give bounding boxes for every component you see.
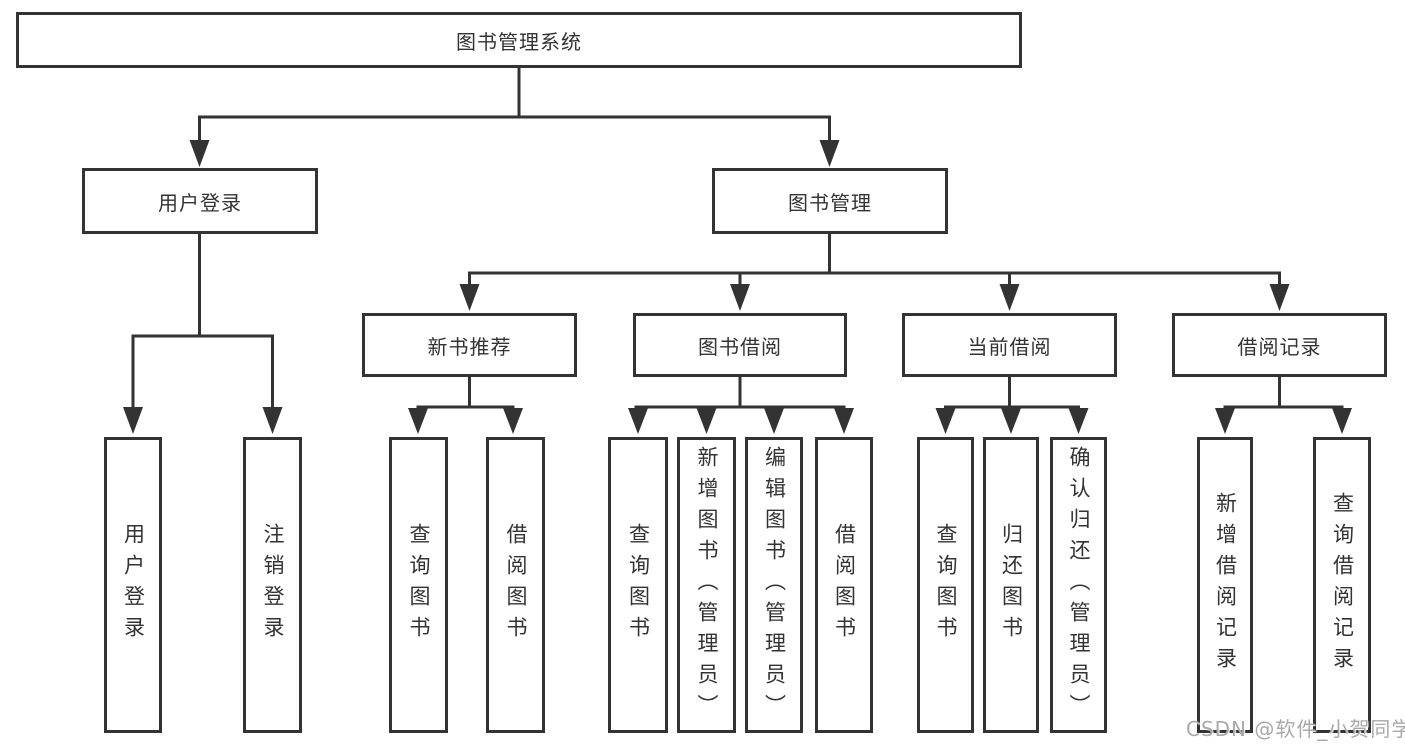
arrowhead: [123, 407, 143, 434]
node-root-library-system: 图书管理系统: [16, 12, 1022, 68]
arrowhead: [696, 408, 717, 434]
arrowhead: [189, 140, 210, 167]
arrowheads: [123, 140, 1352, 434]
node-leaf-query-borrow-record: 查询借阅记录: [1313, 437, 1371, 733]
arrowhead: [262, 407, 283, 434]
arrowhead: [834, 408, 854, 434]
arrowhead: [730, 284, 750, 311]
node-user-login-branch: 用户登录: [82, 168, 318, 234]
arrowhead: [628, 408, 648, 434]
node-new-book-recommend: 新书推荐: [362, 313, 577, 377]
arrowhead: [1332, 408, 1352, 434]
arrowhead: [1001, 408, 1021, 434]
node-leaf-borrow-books-2: 借阅图书: [815, 437, 873, 733]
node-leaf-edit-books-admin: 编辑图书（管理员）: [745, 437, 803, 733]
csdn-watermark: CSDN @软件_小贺同学: [1186, 717, 1405, 741]
node-leaf-query-books-3: 查询图书: [917, 437, 974, 733]
node-leaf-return-books: 归还图书: [983, 437, 1039, 733]
node-borrow-records: 借阅记录: [1172, 313, 1387, 377]
node-leaf-query-books-1: 查询图书: [389, 437, 448, 733]
node-leaf-user-login: 用户登录: [104, 437, 162, 733]
arrowhead: [1269, 284, 1290, 311]
node-book-borrow: 图书借阅: [633, 313, 847, 377]
node-leaf-add-books-admin: 新增图书（管理员）: [677, 437, 736, 733]
node-leaf-add-borrow-record: 新增借阅记录: [1197, 437, 1253, 733]
arrowhead: [935, 408, 956, 434]
arrowhead: [1215, 408, 1235, 434]
arrowhead: [503, 408, 523, 434]
node-book-management-branch: 图书管理: [712, 168, 948, 234]
arrowhead: [1068, 408, 1089, 434]
arrowhead: [408, 408, 428, 434]
arrowhead: [459, 284, 480, 311]
arrowhead: [819, 140, 840, 167]
node-leaf-query-books-2: 查询图书: [608, 437, 668, 733]
node-leaf-borrow-books-1: 借阅图书: [486, 437, 545, 733]
arrowhead: [764, 408, 784, 434]
node-current-borrow: 当前借阅: [902, 313, 1117, 377]
node-leaf-logout: 注销登录: [243, 437, 302, 733]
arrowhead: [999, 284, 1020, 311]
node-leaf-confirm-return-admin: 确认归还（管理员）: [1050, 437, 1107, 733]
